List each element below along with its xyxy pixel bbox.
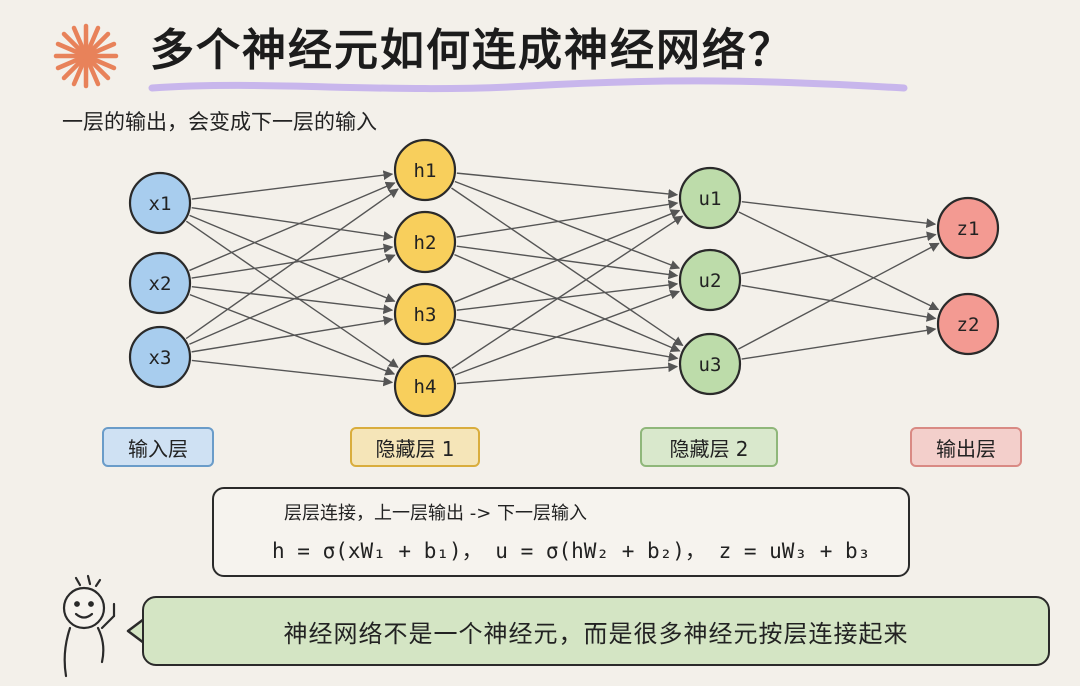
node-label-z1: z1 [957, 218, 980, 240]
edge-h3-u2 [456, 280, 679, 311]
edge-h2-u2 [456, 245, 679, 280]
node-label-z2: z2 [957, 314, 980, 336]
node-circle-h2 [393, 210, 457, 274]
edge-h4-u2 [454, 289, 680, 376]
edge-x2-h3 [191, 286, 394, 315]
edge-x1-h3 [189, 214, 396, 303]
node-z2: z2 [936, 292, 1000, 356]
node-h4: h4 [393, 354, 457, 418]
person-icon [62, 574, 116, 678]
node-label-h2: h2 [414, 232, 437, 254]
node-circle-h4 [393, 354, 457, 418]
node-h2: h2 [393, 210, 457, 274]
page-title: 多个神经元如何连成神经网络？ [150, 25, 794, 76]
node-label-h1: h1 [414, 160, 437, 182]
node-u2: u2 [678, 248, 742, 312]
node-circle-x3 [128, 325, 192, 389]
edge-h4-u3 [456, 362, 679, 385]
edge-x3-h1 [185, 188, 399, 340]
edge-h3-u1 [454, 209, 681, 303]
node-circle-z2 [936, 292, 1000, 356]
formula-box: 层层连接，上一层输出 -> 下一层输入 h = σ(xW₁ + b₁)， u =… [212, 487, 910, 577]
node-h1: h1 [393, 138, 457, 202]
edges-group [185, 170, 940, 387]
edge-h4-u1 [451, 215, 684, 369]
header: 多个神经元如何连成神经网络？ [0, 0, 1080, 110]
node-circle-x2 [128, 251, 192, 315]
node-label-h4: h4 [414, 376, 437, 398]
node-h3: h3 [393, 282, 457, 346]
formula-caption: 层层连接，上一层输出 -> 下一层输入 [284, 503, 588, 524]
edge-x2-h2 [191, 243, 394, 279]
nodes-group: x1 x2 x3 h1 h2 h3 h4 u1 u2 u3 z1 z2 [128, 138, 1000, 418]
edge-h3-u3 [456, 318, 679, 362]
node-label-x1: x1 [149, 193, 172, 215]
edge-u3-z2 [741, 325, 937, 360]
edge-u1-z1 [741, 201, 937, 229]
node-label-u3: u3 [699, 354, 722, 376]
layer-label-4: 输出层 [910, 427, 1022, 467]
layer-label-3: 隐藏层 2 [640, 427, 778, 467]
edge-x1-h2 [191, 206, 394, 241]
node-circle-z1 [936, 196, 1000, 260]
edge-x3-h3 [191, 315, 394, 353]
node-circle-u1 [678, 166, 742, 230]
edge-x2-h4 [189, 293, 396, 376]
edge-x1-h1 [191, 170, 394, 200]
edge-x2-h1 [189, 181, 396, 272]
subtitle: 一层的输出，会变成下一层的输入 [62, 110, 377, 134]
edge-x3-h4 [191, 359, 394, 387]
node-label-h3: h3 [414, 304, 437, 326]
edge-h1-u2 [454, 180, 681, 270]
edge-u1-z2 [738, 211, 940, 311]
node-u1: u1 [678, 166, 742, 230]
node-z1: z1 [936, 196, 1000, 260]
burst-icon [53, 23, 119, 89]
node-x3: x3 [128, 325, 192, 389]
edge-u2-z2 [741, 284, 937, 322]
edge-x3-h2 [189, 254, 396, 345]
node-label-u1: u1 [699, 188, 722, 210]
node-circle-u2 [678, 248, 742, 312]
node-x2: x2 [128, 251, 192, 315]
edge-u3-z1 [737, 242, 940, 350]
node-label-x2: x2 [149, 273, 172, 295]
edge-h2-u3 [454, 253, 681, 353]
node-x1: x1 [128, 171, 192, 235]
node-circle-h3 [393, 282, 457, 346]
layer-label-2: 隐藏层 1 [350, 427, 480, 467]
node-label-x3: x3 [149, 347, 172, 369]
layer-label-1: 输入层 [102, 427, 214, 467]
formula: h = σ(xW₁ + b₁)， u = σ(hW₂ + b₂)， z = uW… [272, 539, 871, 563]
node-circle-u3 [678, 332, 742, 396]
node-label-u2: u2 [699, 270, 722, 292]
edge-h1-u3 [451, 187, 684, 347]
edge-h2-u1 [456, 199, 679, 238]
node-circle-x1 [128, 171, 192, 235]
edge-h1-u1 [456, 172, 679, 199]
edge-x1-h4 [185, 220, 399, 368]
title-underline [148, 77, 908, 93]
edge-u2-z1 [741, 231, 937, 275]
callout-bubble: 神经网络不是一个神经元，而是很多神经元按层连接起来 [142, 596, 1050, 666]
node-circle-h1 [393, 138, 457, 202]
node-u3: u3 [678, 332, 742, 396]
